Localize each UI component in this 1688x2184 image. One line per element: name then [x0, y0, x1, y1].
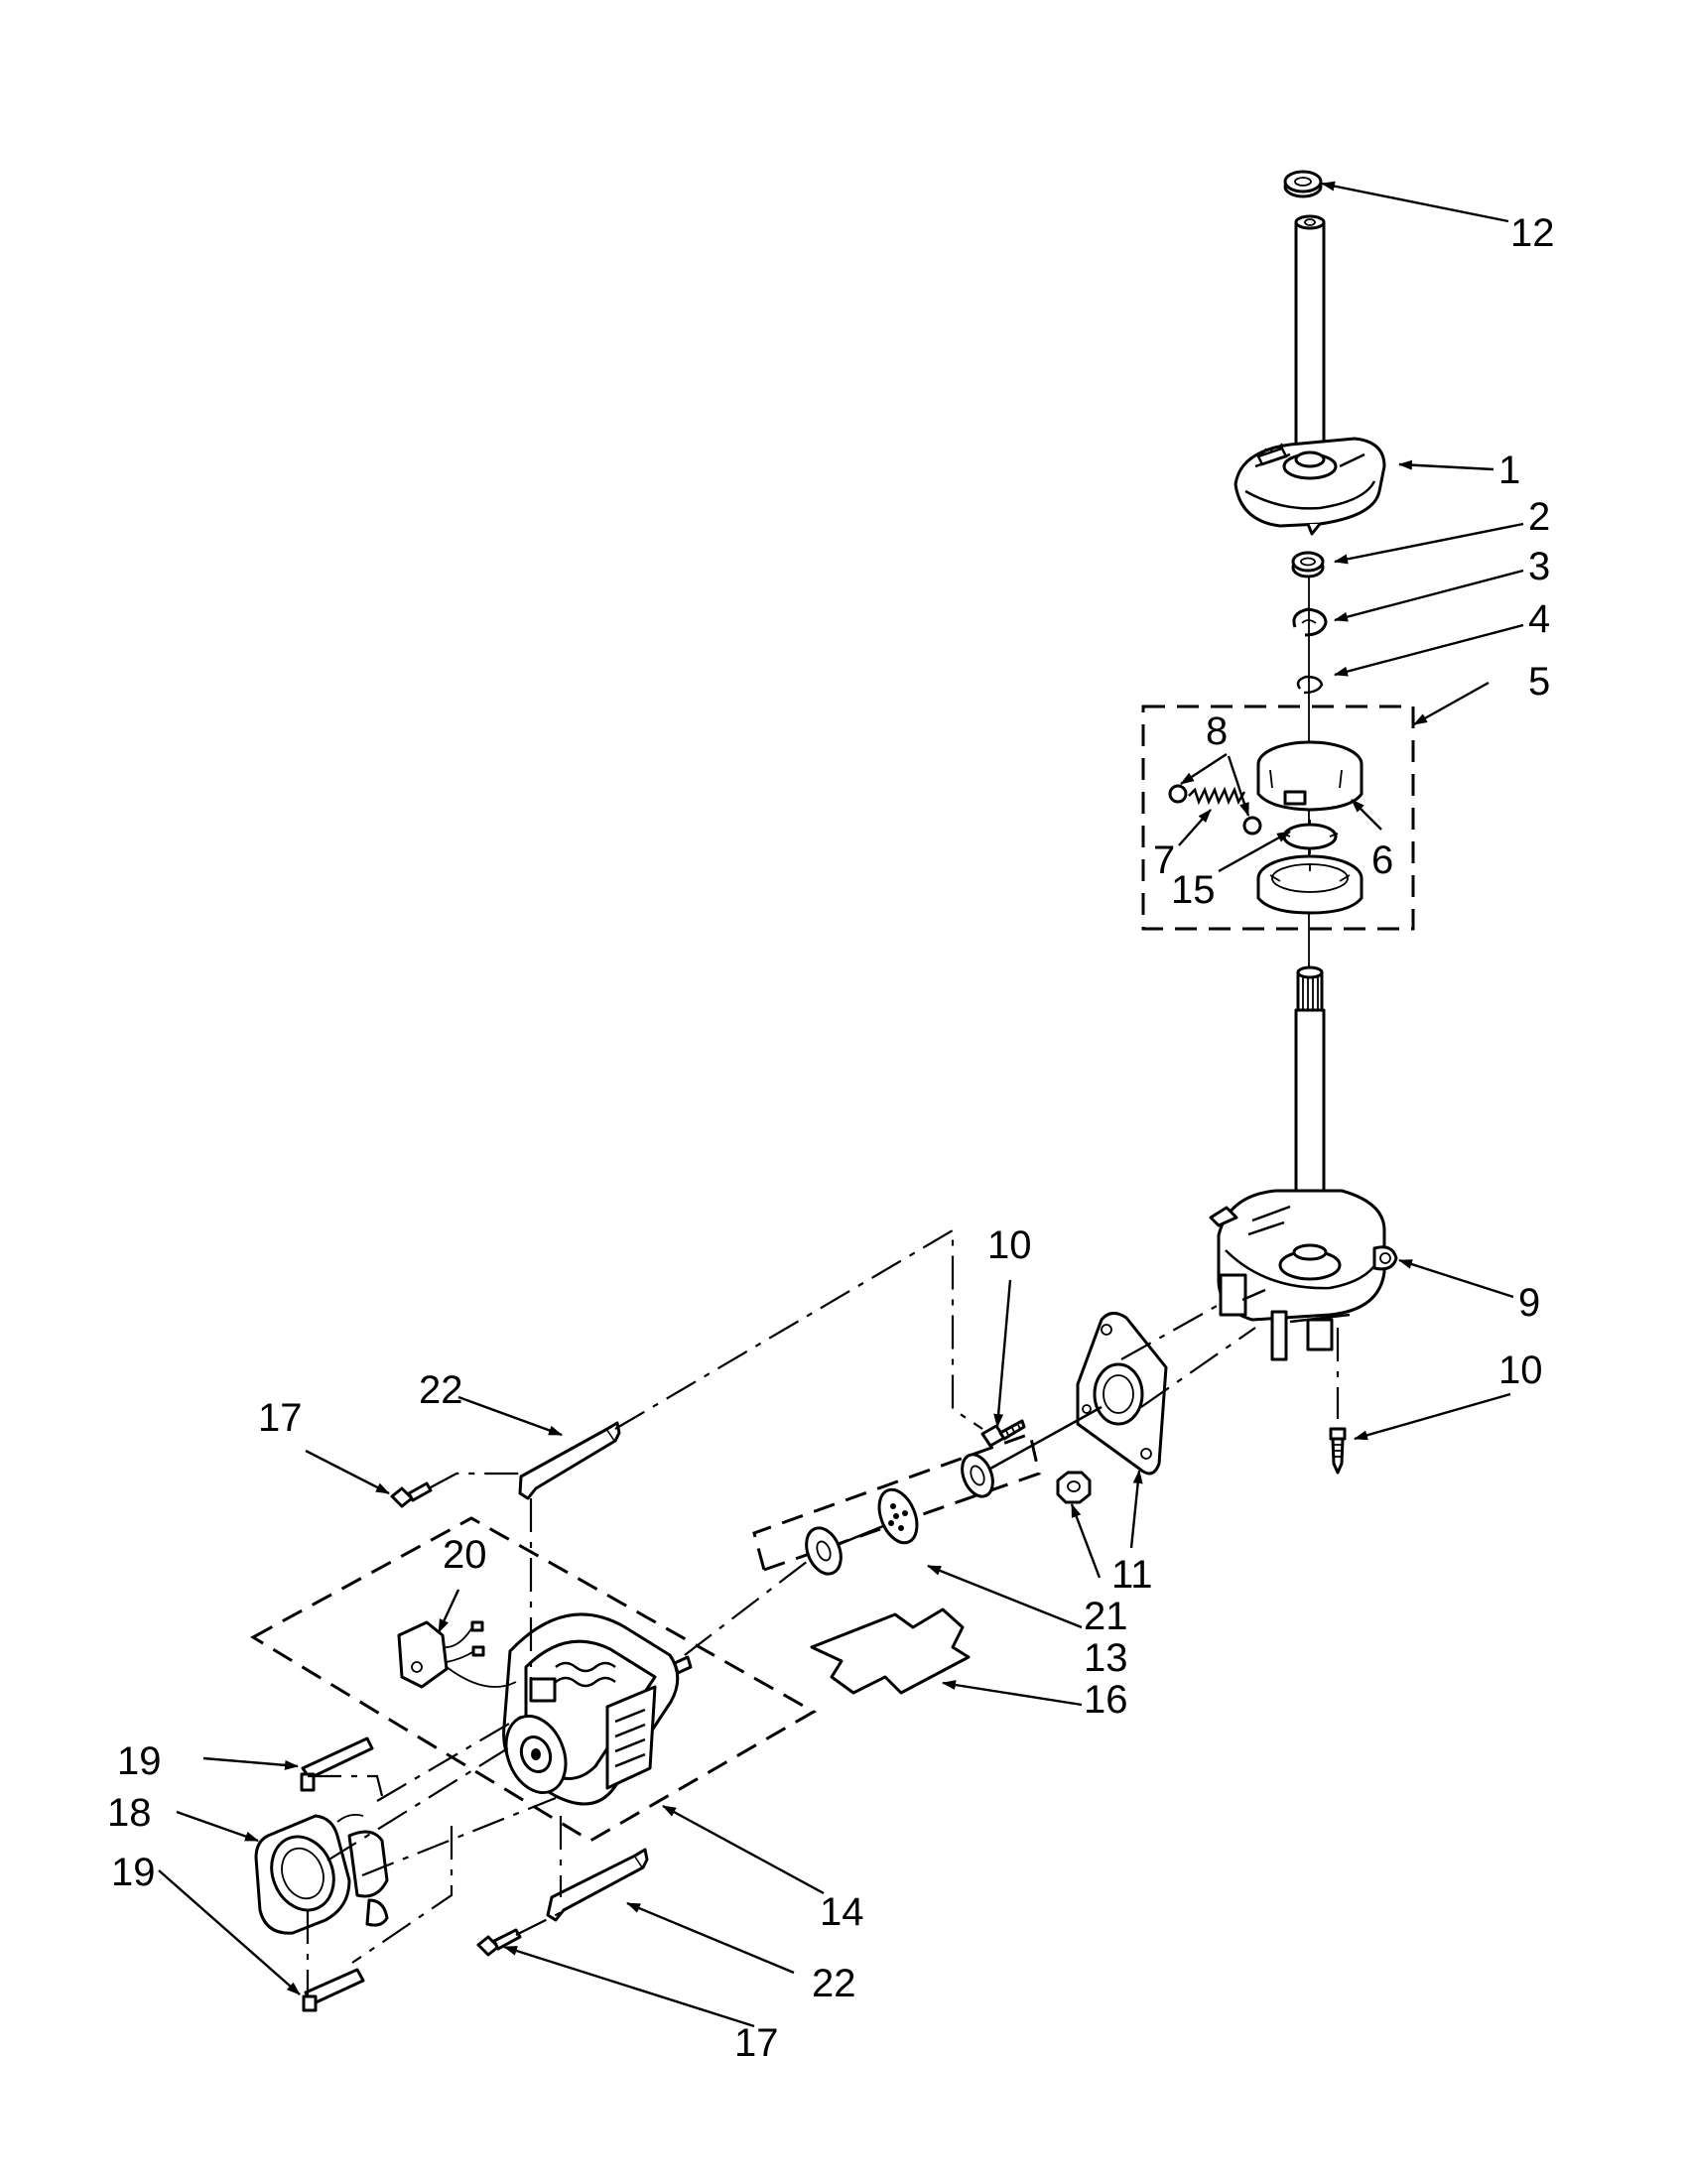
callout-5: 5 [1528, 660, 1550, 704]
callout-3: 3 [1528, 545, 1550, 588]
callout-17-lower: 17 [734, 2021, 779, 2065]
callout-16: 16 [1084, 1678, 1128, 1722]
part-17-screw-lower [476, 1928, 522, 1957]
callout-8: 8 [1206, 709, 1228, 753]
part-15-drive-hub [1281, 820, 1339, 854]
part-4-ring [1296, 675, 1324, 695]
part-17-screw-upper [390, 1481, 433, 1508]
callout-10-right: 10 [1498, 1349, 1543, 1392]
callout-17-upper: 17 [258, 1396, 303, 1440]
callout-19-upper: 19 [117, 1739, 162, 1783]
part-19-clip-upper [300, 1736, 374, 1792]
callout-15: 15 [1171, 868, 1216, 912]
part-13-coupler-disc [877, 1487, 919, 1545]
upper-shaft [1294, 214, 1326, 472]
part-13-coupler-upper [961, 1405, 1103, 1498]
part-8-balls [1168, 784, 1262, 835]
part-19-clip-lower [302, 1968, 365, 2012]
callout-13: 13 [1084, 1636, 1128, 1680]
part-12-washer [1283, 170, 1323, 198]
part-22-bracket-upper [518, 1421, 621, 1500]
callout-11: 11 [1111, 1553, 1153, 1597]
callout-9: 9 [1518, 1281, 1540, 1325]
callout-6: 6 [1371, 838, 1393, 882]
part-22-bracket-lower [546, 1848, 649, 1922]
part-10-screw-right [1329, 1427, 1347, 1475]
callout-18: 18 [107, 1791, 152, 1835]
clutch-lower-body [1256, 854, 1363, 915]
motor [502, 1612, 693, 1806]
part-7-spring [1188, 786, 1246, 806]
callout-20: 20 [443, 1533, 487, 1577]
callout-12: 12 [1510, 211, 1555, 255]
part-18-pump [254, 1813, 389, 1935]
part-9-gearcase [1209, 1189, 1398, 1361]
part-20-switch [397, 1620, 517, 1689]
part-3-clip [1292, 607, 1328, 637]
callout-19-lower: 19 [111, 1851, 156, 1894]
part-5-clutch-assembly-box [1141, 705, 1415, 931]
callout-14: 14 [820, 1890, 864, 1934]
callout-4: 4 [1528, 597, 1550, 641]
part-13-coupler-lower [805, 1524, 884, 1576]
callout-22-upper: 22 [419, 1368, 463, 1412]
callout-1: 1 [1498, 449, 1520, 492]
part-16-shield [810, 1607, 971, 1695]
part-6-clutch-band [1256, 740, 1363, 812]
callout-10-left: 10 [987, 1223, 1032, 1267]
callout-2: 2 [1528, 495, 1550, 539]
callout-22-lower: 22 [812, 1962, 856, 2005]
callout-21: 21 [1084, 1595, 1128, 1638]
part-2-washer [1291, 551, 1325, 578]
part-1-brake-housing [1234, 437, 1386, 536]
part-11-mounting-plate [1076, 1312, 1168, 1476]
part-14-motor-box [249, 1516, 818, 1843]
callout-7: 7 [1153, 838, 1175, 882]
part-21-nut [1056, 1471, 1092, 1504]
part-10-screw-left [980, 1419, 1026, 1448]
